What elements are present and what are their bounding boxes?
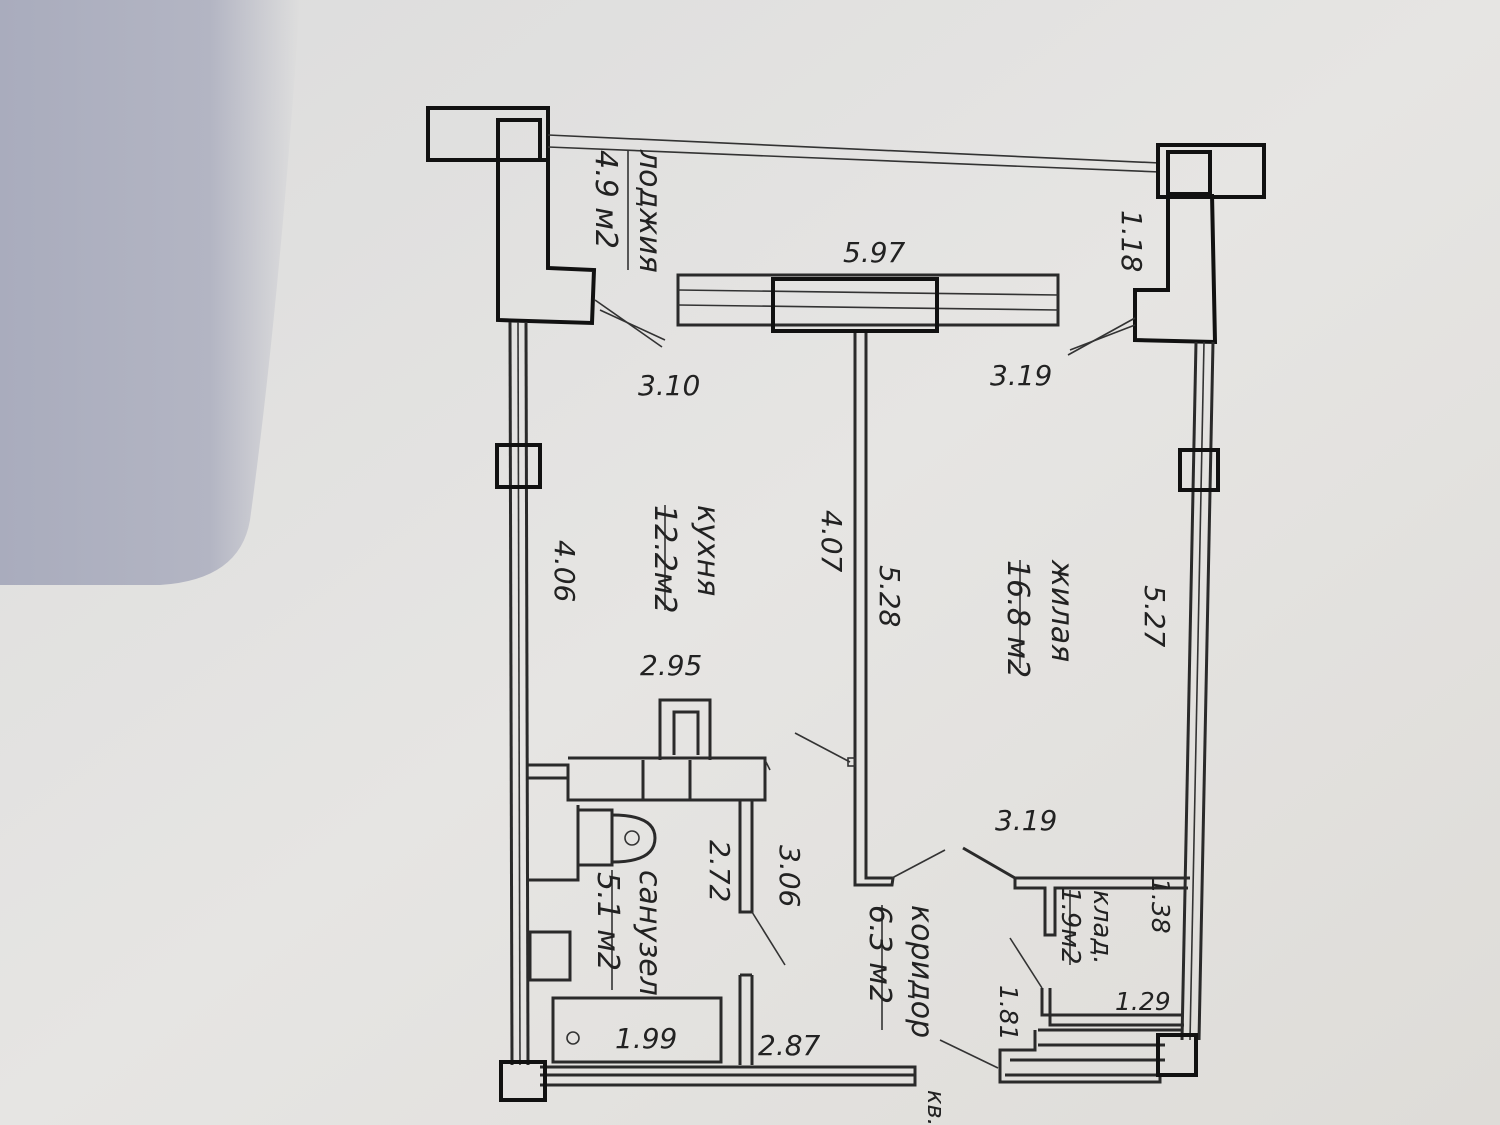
dim-kitchen-outer: 4.06: [548, 540, 581, 602]
room-kitchen: кухня 12.2м2: [647, 505, 725, 614]
room-name: санузел: [632, 870, 667, 996]
dim-living-width: 3.19: [995, 804, 1057, 837]
dim-storage-width: 1.29: [1115, 987, 1171, 1016]
dim-kitchen-width: 2.95: [640, 649, 702, 682]
dim-living-left: 5.28: [873, 565, 906, 627]
dim-kitchen-inner: 4.07: [815, 510, 848, 573]
room-area: 16.8 м2: [1000, 560, 1035, 678]
room-area: 6.3 м2: [862, 905, 897, 1004]
walls: [426, 106, 1266, 1102]
room-bathroom: санузел 5.1 м2: [590, 870, 667, 996]
room-loggia: лоджия 4.9 м2: [588, 149, 667, 273]
dim-loggia-width: 1.18: [1115, 210, 1148, 272]
dim-living-window: 3.19: [990, 359, 1052, 392]
room-living: жилая 16.8 м2: [1000, 559, 1079, 678]
dim-loggia-length: 5.97: [843, 236, 906, 269]
room-name: жилая: [1044, 559, 1079, 662]
room-name: лоджия: [632, 149, 667, 273]
room-area: 1.9м2: [1055, 887, 1085, 965]
dimensions: 5.97 1.18 3.10 3.19 4.06 4.07 5.28 5.27 …: [548, 210, 1175, 1125]
dim-bathroom-bottom: 2.87: [758, 1029, 821, 1062]
room-name: клад.: [1087, 890, 1117, 965]
dim-corridor-side: 3.06: [773, 845, 806, 907]
room-area: 12.2м2: [647, 505, 682, 614]
room-name: кухня: [690, 505, 725, 596]
dim-corridor-end: 1.81: [994, 985, 1023, 1041]
dim-bathroom-side: 2.72: [703, 840, 736, 902]
room-storage: клад. 1.9м2: [1055, 887, 1117, 965]
shadow: [0, 0, 300, 585]
dim-living-right: 5.27: [1138, 585, 1171, 648]
dim-kitchen-window: 3.10: [638, 369, 700, 402]
dim-bath-length: 1.99: [615, 1022, 677, 1055]
room-corridor: коридор 6.3 м2: [862, 905, 939, 1038]
cut-label: кв.: [922, 1090, 950, 1125]
room-area: 5.1 м2: [590, 872, 625, 971]
dim-storage-length: 1.38: [1146, 878, 1175, 934]
room-area: 4.9 м2: [588, 150, 623, 249]
room-name: коридор: [904, 905, 939, 1038]
